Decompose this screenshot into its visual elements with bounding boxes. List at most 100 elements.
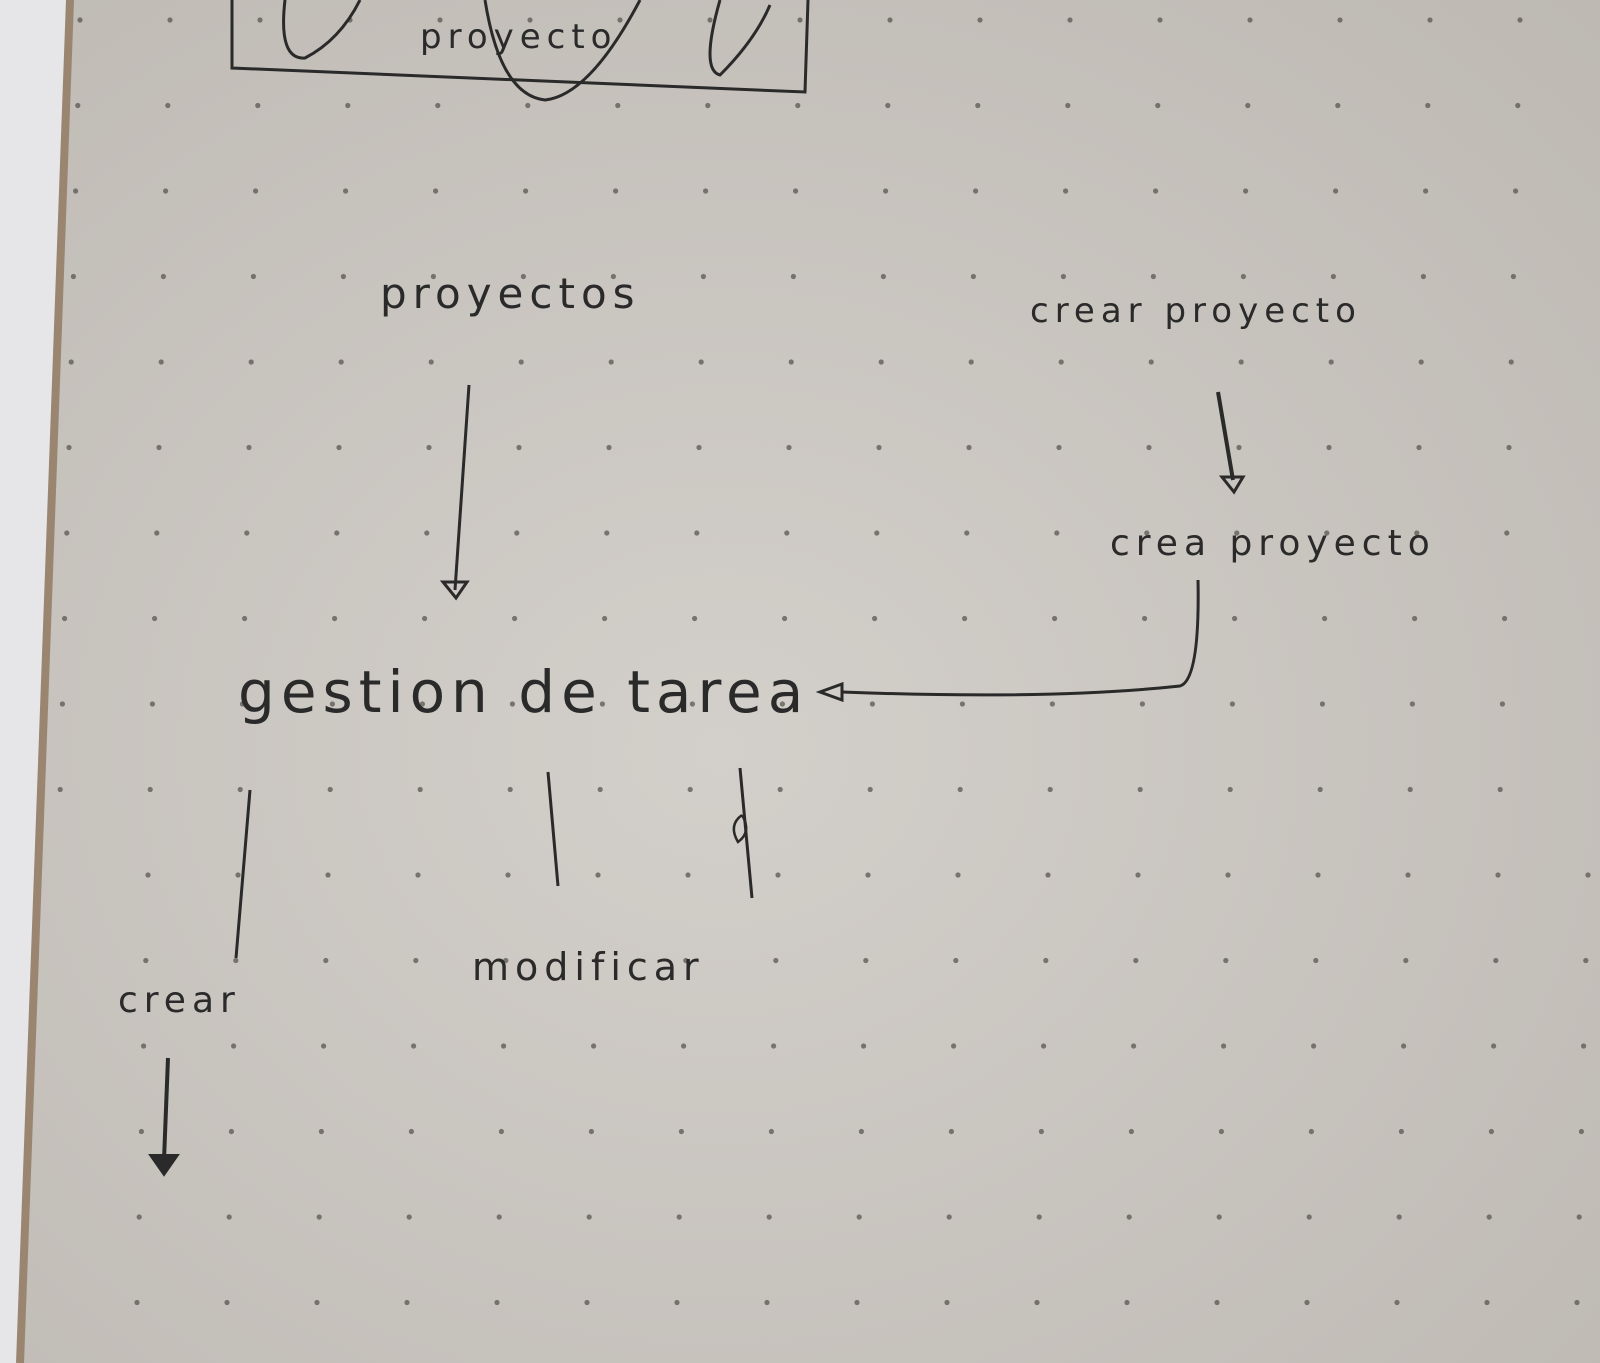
grid-dot <box>948 1128 955 1135</box>
grid-dot <box>1330 273 1336 280</box>
grid-dot <box>878 359 884 365</box>
grid-dot <box>1245 102 1251 109</box>
top-box-outline <box>230 0 810 94</box>
grid-dot <box>687 786 693 793</box>
grid-dot <box>59 701 65 707</box>
grid-dot <box>1153 188 1159 194</box>
top-box-label: proyecto <box>420 17 617 57</box>
grid-dot <box>1045 872 1051 878</box>
grid-dot <box>768 1128 775 1135</box>
grid-dot <box>231 1043 237 1049</box>
grid-dot <box>599 701 606 707</box>
grid-dot <box>766 1214 772 1220</box>
third-branch-mark <box>732 813 748 844</box>
grid-dot <box>784 530 790 536</box>
grid-dot <box>1065 102 1071 109</box>
grid-dot <box>689 701 696 707</box>
grid-dot <box>608 359 614 365</box>
grid-dot <box>970 273 977 280</box>
grid-dot <box>1144 530 1150 536</box>
grid-dot <box>345 102 351 109</box>
grid-dot <box>323 957 329 964</box>
grid-dot <box>134 1299 140 1306</box>
page-edge <box>16 0 74 1363</box>
grid-dot <box>1146 444 1152 451</box>
grid-dot <box>332 615 338 622</box>
grid-dot <box>790 273 797 280</box>
grid-dot <box>136 1214 142 1220</box>
grid-dot <box>591 1043 597 1049</box>
grid-dot <box>1497 786 1503 793</box>
grid-dot <box>496 1214 502 1220</box>
arrow-crea-to-gestion <box>815 579 1200 703</box>
grid-dot <box>782 615 788 622</box>
grid-dot <box>68 359 74 365</box>
grid-dot <box>257 17 263 23</box>
grid-dot <box>505 872 511 878</box>
grid-dot <box>1407 786 1413 793</box>
node-gestion-label: gestion de tarea <box>238 658 809 726</box>
grid-dot <box>872 615 878 622</box>
grid-dot <box>700 273 707 280</box>
grid-dot <box>523 188 529 194</box>
grid-dot <box>66 444 72 451</box>
grid-dot <box>75 102 81 109</box>
line-gestion-third-branch <box>732 767 754 899</box>
grid-dot <box>867 786 873 793</box>
grid-dot <box>1409 701 1415 707</box>
grid-dot <box>1495 872 1501 878</box>
grid-dot <box>1218 1128 1224 1135</box>
grid-dot <box>703 188 709 194</box>
grid-dot <box>413 957 419 964</box>
grid-dot <box>248 359 254 365</box>
grid-dot <box>426 444 432 451</box>
grid-dot <box>1304 1299 1310 1306</box>
grid-dot <box>1227 786 1233 793</box>
grid-dot <box>325 872 331 878</box>
grid-dot <box>953 957 959 964</box>
grid-dot <box>242 615 248 622</box>
grid-dot <box>327 786 333 793</box>
grid-dot <box>1418 359 1424 365</box>
grid-dot <box>156 444 162 451</box>
grid-dot <box>1155 102 1161 109</box>
grid-dot <box>584 1299 590 1306</box>
grid-dot <box>1148 359 1154 365</box>
grid-dot <box>334 530 340 536</box>
grid-dot <box>1049 701 1055 707</box>
grid-dot <box>1508 359 1514 365</box>
grid-dot <box>1499 701 1505 707</box>
grid-dot <box>683 957 689 964</box>
grid-dot <box>1326 444 1332 451</box>
grid-dot <box>138 1128 144 1135</box>
grid-dot <box>415 872 421 878</box>
grid-dot <box>1313 957 1319 964</box>
grid-dot <box>1067 17 1073 23</box>
grid-dot <box>1306 1214 1312 1220</box>
grid-dot <box>1043 957 1049 964</box>
grid-dot <box>1126 1214 1132 1220</box>
grid-dot <box>1394 1299 1400 1306</box>
grid-dot <box>343 188 349 194</box>
grid-dot <box>858 1128 865 1135</box>
grid-dot <box>1131 1043 1137 1049</box>
grid-dot <box>165 102 171 109</box>
grid-dot <box>775 872 781 878</box>
grid-dot <box>64 530 70 536</box>
grid-dot <box>1036 1214 1042 1220</box>
grid-dot <box>338 359 344 365</box>
grid-dot <box>1236 444 1242 451</box>
top-box-scribble-right <box>708 0 772 77</box>
node-crear-proyecto-label: crear proyecto <box>1030 291 1362 331</box>
grid-dot <box>779 701 786 707</box>
grid-dot <box>696 444 702 451</box>
grid-dot <box>1232 615 1238 622</box>
grid-dot <box>1488 1128 1494 1135</box>
top-box-scribble-mid <box>483 0 642 102</box>
grid-dot <box>239 701 245 707</box>
arrow-crear-down <box>148 1057 180 1177</box>
grid-dot <box>1396 1214 1402 1220</box>
grid-dot <box>1157 17 1163 23</box>
arrow-shaft <box>841 579 1200 697</box>
